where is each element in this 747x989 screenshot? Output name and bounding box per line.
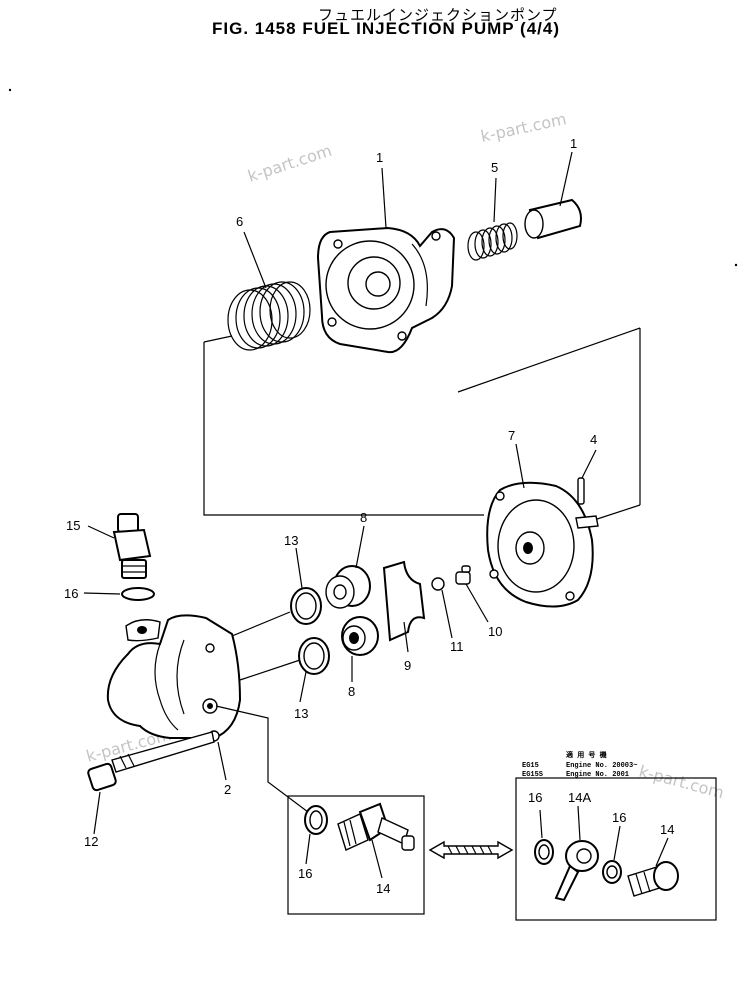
o-ring-inner	[295, 592, 317, 620]
fitting-part-15	[112, 513, 152, 579]
callout-5: 5	[491, 160, 498, 175]
applicability-engine: Engine No. 20003~	[566, 762, 637, 770]
plate-part-9	[382, 560, 426, 642]
variant-box-standard	[287, 795, 425, 915]
leader-line	[655, 837, 669, 867]
callout-9: 9	[404, 658, 411, 673]
callout-8: 8	[360, 510, 367, 525]
leader-line	[441, 589, 453, 639]
screw-part-10	[455, 565, 471, 585]
alignment-line	[239, 659, 301, 681]
leader-line	[613, 825, 621, 861]
leader-line	[243, 231, 267, 289]
callout-14A: 14A	[568, 790, 591, 805]
callout-13: 13	[294, 706, 308, 721]
alignment-line	[231, 611, 291, 637]
figure-title: FIG. 1458 FUEL INJECTION PUMP (4/4)	[212, 19, 561, 38]
alignment-line	[457, 327, 641, 393]
watermark: k-part.com	[637, 762, 726, 803]
speck	[734, 263, 738, 267]
applicability-header: 適 用 号 機	[566, 750, 607, 760]
applicability-engine: Engine No. 2001	[566, 771, 629, 779]
callout-16: 16	[298, 866, 312, 881]
leader-line	[559, 151, 573, 207]
callout-15: 15	[66, 518, 80, 533]
banjo-fitting-part-14A	[554, 840, 599, 902]
leader-line	[403, 621, 409, 653]
speck	[8, 88, 12, 92]
washer-inner	[606, 865, 618, 879]
variant-box-alternate	[515, 777, 717, 921]
callout-7: 7	[508, 428, 515, 443]
leader-line	[217, 741, 227, 781]
leader-line	[539, 809, 543, 839]
leader-line	[465, 583, 489, 623]
governor-housing-part-1	[316, 226, 456, 354]
interchange-arrow-icon	[428, 840, 514, 860]
callout-16: 16	[528, 790, 542, 805]
callout-14: 14	[660, 822, 674, 837]
leader-line	[87, 525, 115, 539]
callout-2: 2	[224, 782, 231, 797]
leader-line	[83, 592, 121, 595]
bolt-part-12	[87, 731, 215, 792]
leader-line	[371, 839, 383, 879]
applicability-model: EG15	[522, 762, 539, 770]
leader-line	[493, 177, 497, 223]
sleeve-part	[524, 198, 582, 240]
watermark: k-part.com	[479, 109, 568, 146]
callout-16: 16	[64, 586, 78, 601]
o-ring-inner	[303, 642, 325, 670]
cover-plate-part-7	[486, 481, 599, 608]
leader-line	[355, 525, 365, 569]
alignment-line	[203, 335, 233, 343]
washer-part-16	[121, 587, 155, 601]
watermark: k-part.com	[245, 141, 334, 186]
leader-line	[93, 791, 101, 835]
figure-title-japanese: フュエルインジェクションポンプ	[318, 6, 558, 24]
callout-6: 6	[236, 214, 243, 229]
callout-4: 4	[590, 432, 597, 447]
leader-line	[305, 833, 311, 865]
leader-line	[381, 167, 387, 229]
banjo-bolt-part-14	[627, 861, 679, 897]
bushing-part-8-upper	[325, 565, 371, 609]
washer-inner	[538, 844, 550, 860]
leader-line	[581, 449, 597, 479]
small-spring-part-5	[467, 222, 518, 261]
callout-13: 13	[284, 533, 298, 548]
callout-11: 11	[450, 639, 464, 654]
applicability-model: EG15S	[522, 771, 543, 779]
alignment-line	[203, 342, 484, 516]
callout-16: 16	[612, 810, 626, 825]
pump-housing-part-2	[106, 614, 242, 742]
washer-inner	[309, 810, 323, 830]
pin-part-4	[577, 477, 585, 505]
callout-12: 12	[84, 834, 98, 849]
leader-line	[577, 805, 581, 841]
callout-10: 10	[488, 624, 502, 639]
callout-1: 1	[570, 136, 577, 151]
bushing-part-8-lower	[341, 616, 379, 656]
union-bolt-part-14	[337, 802, 415, 851]
leader-line	[299, 671, 307, 703]
callout-8: 8	[348, 684, 355, 699]
leader-line	[295, 547, 303, 589]
clip-part-11	[431, 577, 445, 591]
callout-1: 1	[376, 150, 383, 165]
leader-line	[515, 443, 525, 489]
governor-spring-part-6	[227, 281, 311, 351]
callout-14: 14	[376, 881, 390, 896]
